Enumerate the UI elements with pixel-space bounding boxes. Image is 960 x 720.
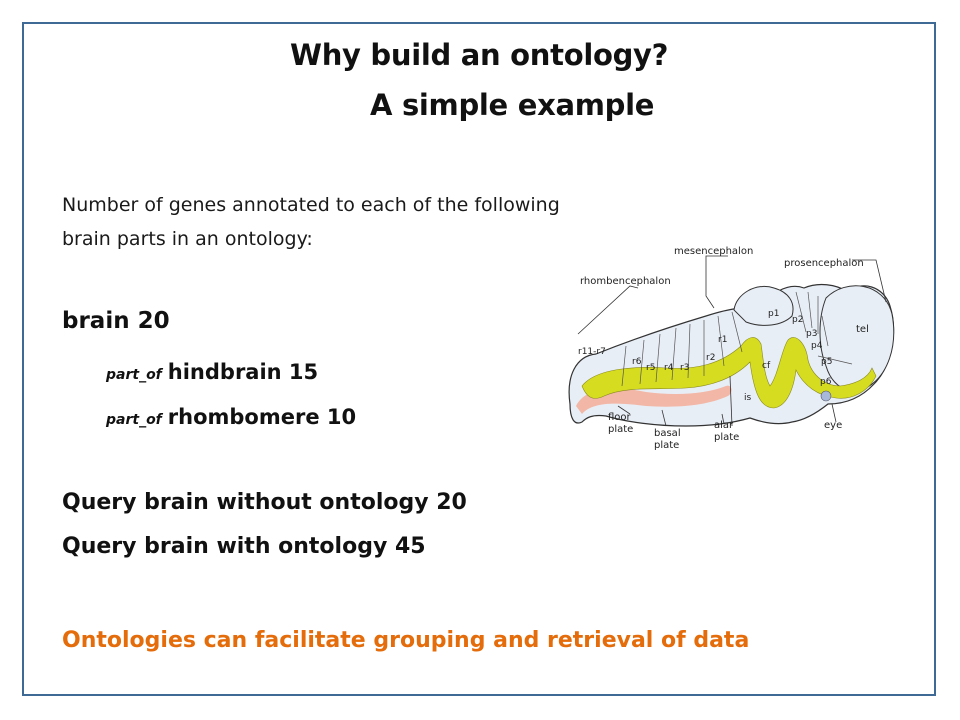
slide-title-line-1: Why build an ontology? bbox=[290, 38, 669, 72]
intro-text: Number of genes annotated to each of the… bbox=[62, 188, 782, 256]
hierarchy-hindbrain-row: part_of hindbrain 15 bbox=[106, 360, 318, 384]
label-eye: eye bbox=[824, 420, 842, 431]
label-alar: alar bbox=[714, 420, 734, 431]
leader-lines bbox=[577, 255, 887, 427]
label-alar-plate: plate bbox=[714, 432, 739, 443]
label-r3: r3 bbox=[680, 363, 689, 373]
floor-plate-band bbox=[576, 385, 732, 414]
hierarchy-rhombomere: rhombomere 10 bbox=[167, 405, 357, 429]
tel-shape bbox=[819, 285, 895, 392]
eye-shape bbox=[820, 390, 832, 402]
query-without-ontology: Query brain without ontology 20 bbox=[62, 490, 467, 515]
label-floor-plate: plate bbox=[608, 424, 633, 435]
slide-frame bbox=[22, 22, 936, 696]
plate-band bbox=[581, 337, 877, 409]
label-p2: p2 bbox=[792, 315, 803, 325]
segment-lines bbox=[621, 291, 853, 387]
label-p6: p6 bbox=[820, 377, 832, 387]
label-basal: basal bbox=[654, 428, 681, 439]
label-mesencephalon: mesencephalon bbox=[674, 246, 753, 257]
label-r1: r1 bbox=[718, 335, 727, 345]
query-with-ontology: Query brain with ontology 45 bbox=[62, 534, 426, 559]
label-floor: floor bbox=[608, 412, 632, 423]
hierarchy-hindbrain: hindbrain 15 bbox=[167, 360, 319, 384]
intro-line-2: brain parts in an ontology: bbox=[62, 228, 313, 250]
hierarchy-brain: brain 20 bbox=[62, 308, 170, 334]
mesencephalon-shape bbox=[733, 286, 794, 326]
relation-part-of-label: part_of bbox=[106, 367, 162, 383]
hierarchy-rhombomere-row: part_of rhombomere 10 bbox=[106, 405, 356, 429]
label-r2: r2 bbox=[706, 353, 715, 363]
label-rhombencephalon: rhombencephalon bbox=[580, 276, 671, 287]
label-r4: r4 bbox=[664, 363, 674, 373]
label-r11-r7: r11-r7 bbox=[578, 347, 606, 357]
label-p1: p1 bbox=[768, 309, 779, 319]
label-p3: p3 bbox=[806, 329, 817, 339]
label-r6: r6 bbox=[632, 357, 642, 367]
label-tel: tel bbox=[856, 324, 869, 335]
slide-title-line-2: A simple example bbox=[370, 88, 655, 122]
label-p4: p4 bbox=[811, 341, 823, 351]
brain-diagram: mesencephalon prosencephalon rhombenceph… bbox=[556, 236, 900, 466]
conclusion-text: Ontologies can facilitate grouping and r… bbox=[62, 628, 750, 653]
label-p5: p5 bbox=[821, 357, 832, 367]
label-prosencephalon: prosencephalon bbox=[784, 258, 864, 269]
intro-line-1: Number of genes annotated to each of the… bbox=[62, 194, 560, 216]
label-is: is bbox=[744, 393, 752, 403]
relation-part-of-label: part_of bbox=[106, 412, 162, 428]
label-cf: cf bbox=[762, 361, 771, 371]
brain-diagram-svg: mesencephalon prosencephalon rhombenceph… bbox=[568, 246, 895, 451]
label-basal-plate: plate bbox=[654, 440, 679, 451]
label-r5: r5 bbox=[646, 363, 655, 373]
